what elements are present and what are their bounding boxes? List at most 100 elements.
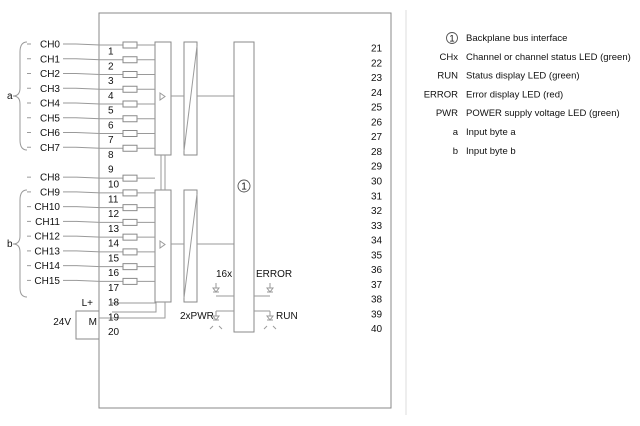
terminal-right: 22 [371,58,383,69]
channel-resistor [122,248,138,256]
terminal-left: 14 [108,239,120,250]
status-led-symbols [209,283,277,330]
terminal-left: 20 [108,327,120,338]
channel-label: CH13 [34,246,60,257]
channel-resistor [122,263,138,271]
group-b-label: b [7,239,13,250]
terminal-left: 2 [108,61,114,72]
channel-resistor [122,218,138,226]
block-connectors [160,95,234,245]
channel-label: CH14 [34,261,60,272]
power-voltage-label: 24V [53,317,71,328]
terminal-left: 12 [108,209,120,220]
legend-key: a [453,127,459,138]
channel-lead-diag [75,73,101,75]
terminal-right: 37 [371,280,383,291]
terminal-left: 9 [108,165,114,176]
channel-lead-diag [75,265,101,268]
led-count-label: 16x [216,269,232,280]
terminal-left: 4 [108,91,114,102]
channel-lead-diag [75,43,101,46]
channel-lead-diag [75,58,101,61]
channel-lead-diag [75,102,101,105]
terminal-right: 38 [371,295,383,306]
terminal-left: 8 [108,150,114,161]
channel-lead-diag [75,176,101,179]
legend-description: Channel or channel status LED (green) [466,52,631,63]
terminal-right: 39 [371,309,383,320]
channel-resistor [122,144,138,152]
channel-label: CH8 [40,173,60,184]
terminal-left: 6 [108,120,114,131]
terminal-left: 16 [108,268,120,279]
channel-lead-diag [75,206,101,209]
channel-label: CH9 [40,187,60,198]
channel-lead-diag [75,235,101,238]
channel-label: CH2 [40,69,60,80]
channel-label: CH0 [40,40,60,51]
terminal-left: 18 [108,298,120,309]
channel-resistor [122,100,138,108]
terminal-left: 19 [108,312,120,323]
terminal-left: 15 [108,253,120,264]
led-pwr-label: 2xPWR [180,311,214,322]
channel-lead-diag [75,279,101,282]
legend-key: RUN [437,71,458,82]
legend-key-circle [446,32,458,44]
channel-resistor [122,41,138,49]
channel-resistor [122,56,138,64]
channel-lead-diag [75,191,101,194]
channel-block-a [154,41,198,156]
bus-marker-label: 1 [241,182,247,193]
group-a-label: a [7,91,13,102]
legend-description: Input byte a [466,127,516,138]
terminal-left: 17 [108,283,120,294]
group-b-brace [12,189,28,298]
terminal-left: 13 [108,224,120,235]
terminal-right: 25 [371,103,383,114]
terminal-right: 35 [371,250,383,261]
terminal-right: 31 [371,191,383,202]
legend-key: 1 [449,34,454,45]
group-a-brace [12,41,28,151]
terminal-right: 28 [371,147,383,158]
channel-resistor [122,233,138,241]
channel-label: CH5 [40,113,60,124]
terminal-left: 10 [108,180,120,191]
terminal-right: 21 [371,44,383,55]
terminal-left: 3 [108,76,114,87]
channel-resistor [122,85,138,93]
channel-lead-diag [75,132,101,134]
channel-resistor [122,174,138,182]
channel-label: CH10 [34,202,60,213]
legend-key: b [453,146,458,157]
power-input-block [75,310,100,340]
terminal-right: 34 [371,236,383,247]
channel-lead-diag [75,220,101,223]
led-run-label: RUN [276,311,298,322]
terminal-left: 1 [108,47,114,58]
channel-label: CH3 [40,84,60,95]
legend-description: Backplane bus interface [466,33,567,44]
legend-description: Error display LED (red) [466,89,563,100]
terminal-left: 7 [108,135,114,146]
terminal-right: 40 [371,324,383,335]
terminal-right: 36 [371,265,383,276]
channel-lead-diag [75,146,101,149]
terminal-left: 11 [108,194,119,205]
legend-description: POWER supply voltage LED (green) [466,108,620,119]
channel-label: CH11 [35,217,60,228]
power-minus-label: M [89,317,97,328]
bus-marker-circle [237,179,251,193]
channel-lead-diag [75,87,101,90]
channel-resistor [122,277,138,285]
power-plus-label: L+ [82,298,94,309]
terminal-right: 26 [371,117,383,128]
terminal-right: 32 [371,206,383,217]
channel-lead-diag [75,250,101,253]
channel-label: CH15 [34,276,60,287]
terminal-right: 27 [371,132,383,143]
led-error-label: ERROR [256,269,292,280]
channel-resistor [122,189,138,197]
